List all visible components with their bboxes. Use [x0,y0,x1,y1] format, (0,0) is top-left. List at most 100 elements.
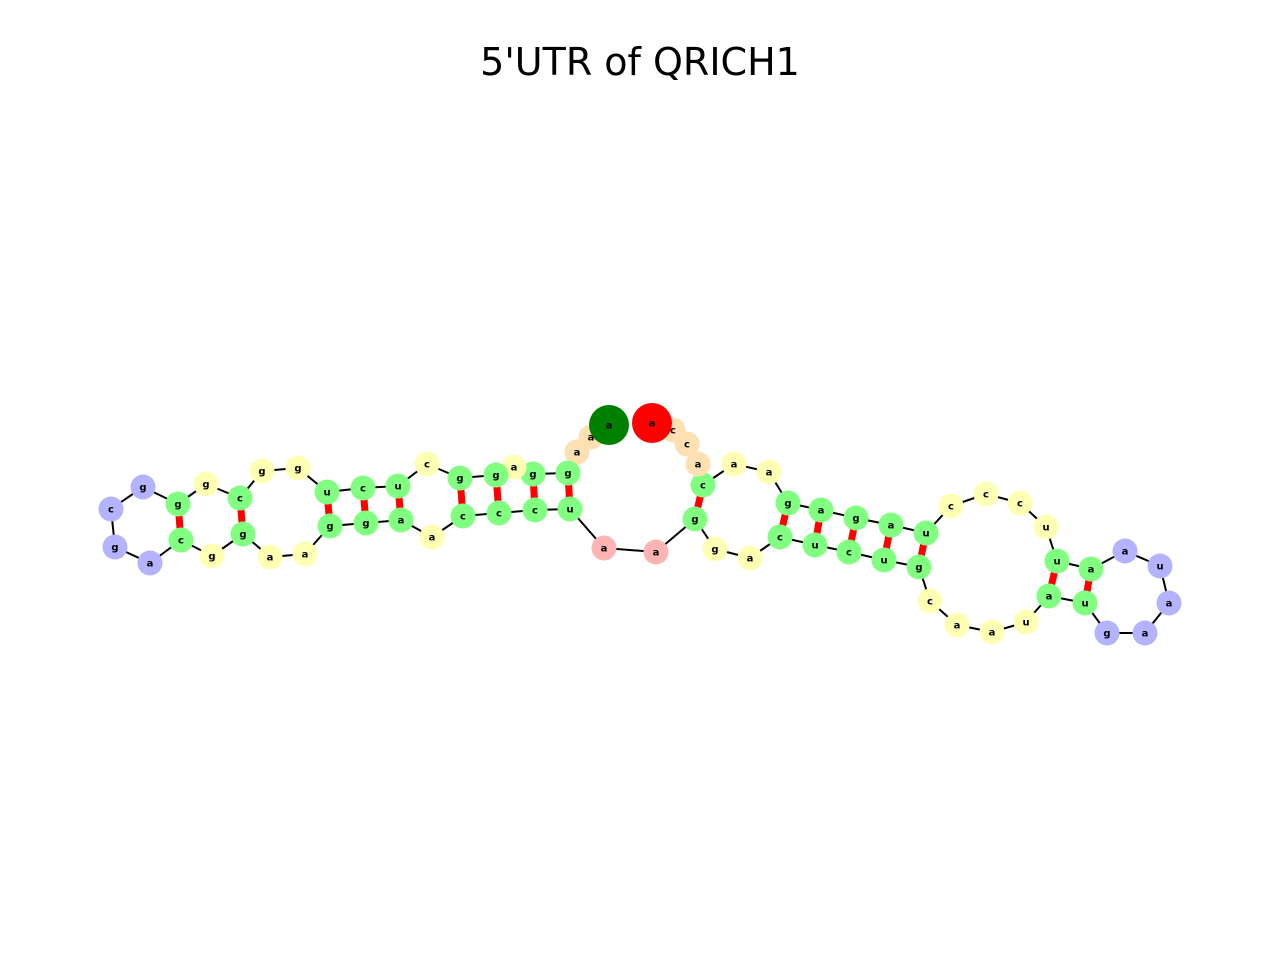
nucleotide-label: g [258,467,265,478]
nucleotide-label: a [1088,565,1095,576]
nucleotide: u [1044,548,1070,574]
nucleotide-circle [1112,538,1138,564]
nucleotide-label: a [398,516,405,527]
nucleotide-label: a [818,506,825,517]
nucleotide-circle [979,619,1005,645]
nucleotide: c [98,496,124,522]
nucleotide-label: g [174,500,181,511]
nucleotide: a [1078,556,1104,582]
nucleotide-label: c [360,484,366,495]
nucleotide-circle [1072,590,1098,616]
nucleotide-circle [230,521,256,547]
nucleotide-circle [702,536,728,562]
nucleotide-circle [98,496,124,522]
nucleotide-label: g [711,545,718,556]
nucleotide-circle [564,439,590,465]
nucleotide-circle [447,465,473,491]
nucleotide: c [486,500,512,526]
nucleotide: g [775,490,801,516]
nucleotide-circle [102,534,128,560]
nucleotide-circle [944,612,970,638]
nucleotide-label: u [394,482,401,493]
nucleotide-circle [249,458,275,484]
nucleotide-label: a [302,550,309,561]
nucleotide-circle [486,500,512,526]
nucleotide-circle [1013,609,1039,635]
nucleotide-label: g [326,522,333,533]
nucleotide-circle [388,507,414,533]
nucleotide-label: g [208,552,215,563]
five-prime-nucleotide: a [589,405,629,445]
nucleotide: a [292,541,318,567]
nucleotide-circle [1033,514,1059,540]
nucleotide-label: a [606,421,613,432]
nucleotide: g [447,465,473,491]
nucleotide: g [353,510,379,536]
nucleotide-label: g [915,563,922,574]
nucleotide-label: g [691,515,698,526]
nucleotide: g [520,461,546,487]
nucleotide: g [230,521,256,547]
nucleotide-circle [317,513,343,539]
nucleotide-circle [1044,548,1070,574]
nucleotide-circle [721,451,747,477]
nucleotide-circle [1094,620,1120,646]
nucleotide-circle [1132,620,1158,646]
nucleotide-label: g [239,530,246,541]
nucleotide-label: g [456,474,463,485]
nucleotide-label: g [1103,629,1110,640]
nucleotide-label: c [670,426,676,437]
nucleotide-circle [871,547,897,573]
nucleotide: u [314,479,340,505]
nucleotide: g [682,506,708,532]
nucleotide: u [802,532,828,558]
nucleotide-circle [285,455,311,481]
nucleotide-circle [168,527,194,553]
nucleotide: c [767,524,793,550]
nucleotide-circle [199,543,225,569]
nucleotide-label: c [237,494,243,505]
nucleotide-label: c [108,505,114,516]
nucleotide: a [1132,620,1158,646]
nucleotide-circle [836,539,862,565]
nucleotide-circle [643,539,669,565]
nucleotide: a [737,545,763,571]
nucleotide: g [199,543,225,569]
nucleotide: g [843,505,869,531]
nucleotide: g [249,458,275,484]
nucleotide: g [702,536,728,562]
nucleotide: a [388,507,414,533]
nucleotide-label: u [811,541,818,552]
nucleotide-circle [690,472,716,498]
nucleotide: a [808,497,834,523]
nucleotide: g [165,491,191,517]
nucleotide: a [878,512,904,538]
nucleotide: g [193,471,219,497]
nucleotide: c [350,475,376,501]
nucleotide: u [1072,590,1098,616]
nucleotide-circle [385,473,411,499]
three-prime-nucleotide: a [632,403,672,443]
nucleotide: c [917,588,943,614]
nucleotide-label: c [983,490,989,501]
nucleotide-label: a [695,460,702,471]
nucleotide-circle [1007,490,1033,516]
nucleotide-label: u [922,529,929,540]
nucleotide-label: u [1022,618,1029,629]
nucleotide-circle [450,503,476,529]
diagram-title: 5'UTR of QRICH1 [480,40,800,84]
nucleotide-label: g [139,483,146,494]
nucleotide-label: c [532,506,538,517]
nucleotide: u [913,520,939,546]
nucleotide: a [1112,538,1138,564]
nucleotide: a [721,451,747,477]
nucleotide-circle [843,505,869,531]
nucleotide-circle [137,550,163,576]
nucleotide-circle [350,475,376,501]
nucleotide-label: a [731,460,738,471]
nucleotide-label: a [1046,592,1053,603]
nucleotide-label: a [147,559,154,570]
nucleotide: c [450,503,476,529]
